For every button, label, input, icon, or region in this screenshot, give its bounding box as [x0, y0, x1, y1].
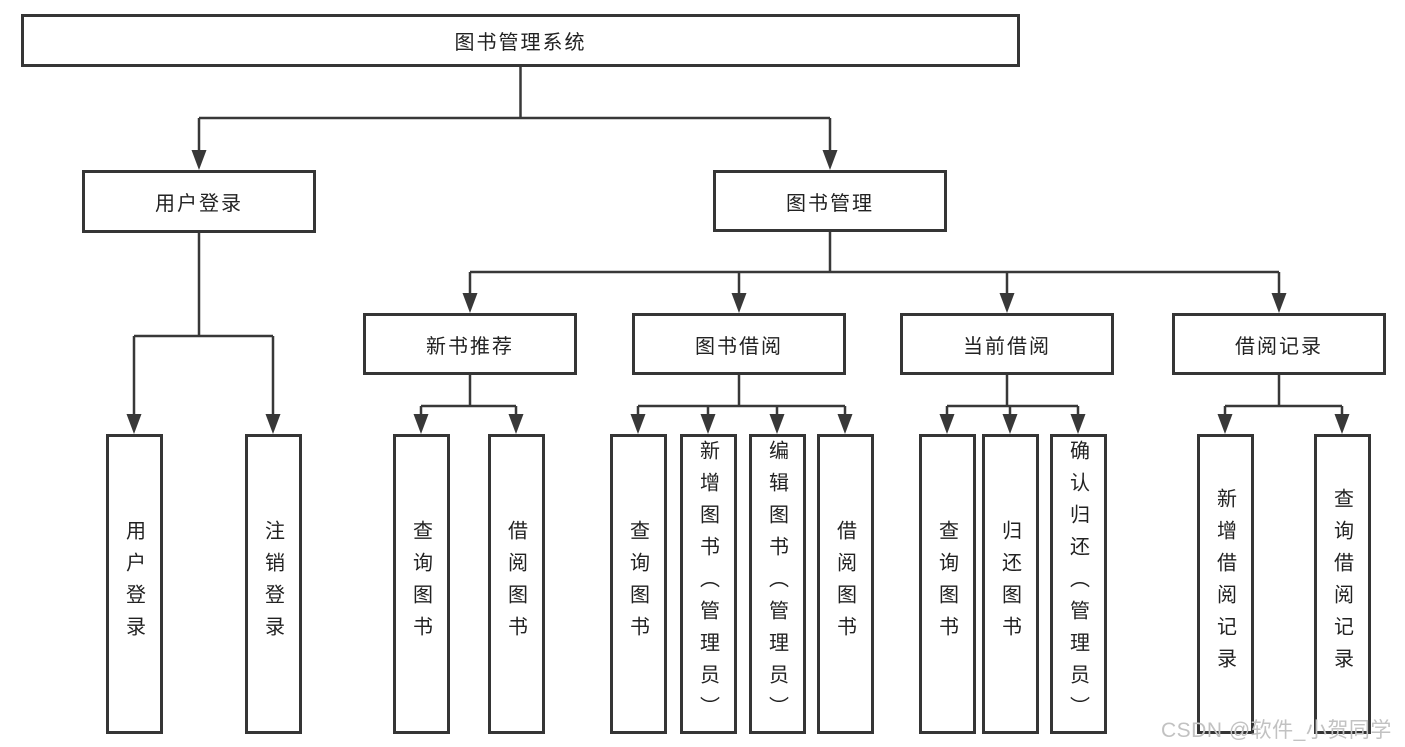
leaf-borrow-books-label: 借阅图书: [833, 520, 856, 648]
leaf-add-book-admin: 新增图书（管理员）: [679, 434, 737, 734]
connector-mgmt-split: [468, 232, 1281, 294]
connector-root-split: [197, 67, 832, 151]
node-user-login: 用户登录: [82, 170, 316, 233]
leaf-query-books-recommend-label: 查询图书: [409, 520, 432, 648]
leaf-edit-book-admin: 编辑图书（管理员）: [748, 434, 806, 734]
node-current-borrow: 当前借阅: [900, 313, 1114, 375]
connector-newbook-split: [419, 375, 518, 416]
connector-currentborrow-split: [945, 375, 1080, 416]
leaf-return-book: 归还图书: [981, 434, 1039, 734]
arrowheads-bookborrow-split: [630, 414, 853, 434]
arrowheads-login-split: [126, 414, 281, 434]
arrowheads-mgmt-split: [462, 293, 1287, 313]
leaf-query-borrow-record: 查询借阅记录: [1313, 434, 1371, 734]
leaf-logout-label: 注销登录: [261, 520, 284, 648]
arrowheads-records-split: [1217, 414, 1350, 434]
leaf-add-book-admin-label: 新增图书（管理员）: [696, 440, 719, 728]
leaf-query-books-current: 查询图书: [918, 434, 976, 734]
connector-records-split: [1223, 375, 1344, 416]
leaf-query-borrow-record-label: 查询借阅记录: [1330, 488, 1353, 680]
leaf-borrow-books-recommend: 借阅图书: [487, 434, 545, 734]
leaf-edit-book-admin-label: 编辑图书（管理员）: [765, 440, 788, 728]
node-book-borrow: 图书借阅: [632, 313, 846, 375]
watermark: CSDN @软件_小贺同学: [1161, 719, 1392, 742]
leaf-add-borrow-record: 新增借阅记录: [1196, 434, 1254, 734]
leaf-confirm-return-admin: 确认归还（管理员）: [1049, 434, 1107, 734]
leaf-query-books-recommend: 查询图书: [392, 434, 450, 734]
leaf-query-books-borrow: 查询图书: [609, 434, 667, 734]
node-book-management: 图书管理: [713, 170, 947, 232]
connector-bookborrow-split: [636, 375, 847, 416]
node-borrow-records: 借阅记录: [1172, 313, 1386, 375]
node-new-book-recommend: 新书推荐: [363, 313, 577, 375]
leaf-logout: 注销登录: [244, 434, 302, 734]
connector-login-split: [132, 233, 275, 416]
leaf-borrow-books-recommend-label: 借阅图书: [504, 520, 527, 648]
leaf-return-book-label: 归还图书: [998, 520, 1021, 648]
arrowheads-currentborrow-split: [939, 414, 1086, 434]
arrowheads-newbook-split: [413, 414, 524, 434]
node-root: 图书管理系统: [21, 14, 1020, 67]
leaf-user-login-label: 用户登录: [122, 520, 145, 648]
leaf-add-borrow-record-label: 新增借阅记录: [1213, 488, 1236, 680]
leaf-confirm-return-admin-label: 确认归还（管理员）: [1066, 440, 1089, 728]
leaf-query-books-current-label: 查询图书: [935, 520, 958, 648]
leaf-borrow-books: 借阅图书: [816, 434, 874, 734]
arrowheads-root-split: [191, 150, 838, 170]
leaf-query-books-borrow-label: 查询图书: [626, 520, 649, 648]
leaf-user-login: 用户登录: [105, 434, 163, 734]
